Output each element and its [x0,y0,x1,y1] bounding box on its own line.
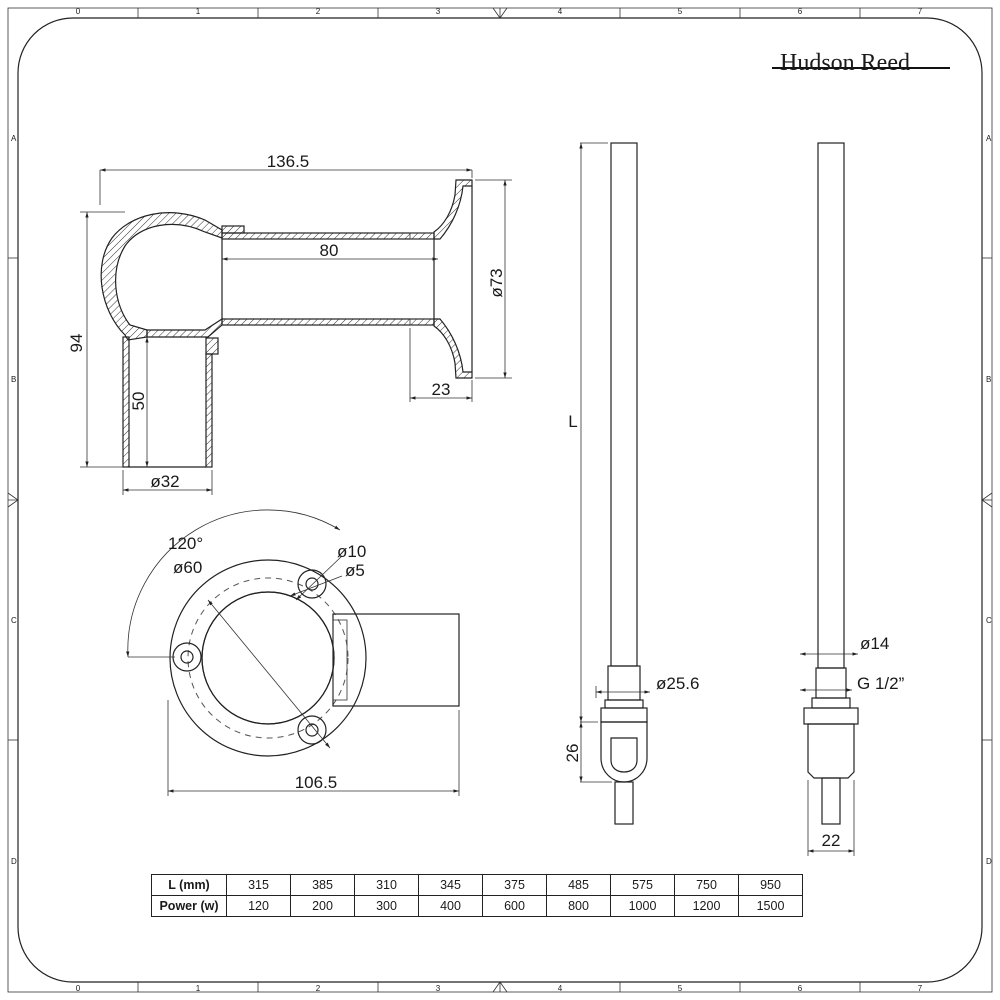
table-cell: 375 [482,874,547,896]
row-label-right: C [986,616,992,625]
table-cell: 400 [418,895,483,917]
dim-outer-hole: ø10 [337,542,366,561]
col-label: 4 [558,7,563,16]
col-label-bottom: 2 [316,984,321,993]
dim-angle: 120° [168,534,203,553]
table-cell: 300 [354,895,419,917]
dim-element-length: L [568,412,577,431]
spec-table: L (mm) 315 385 310 345 375 485 575 750 9… [151,874,803,917]
table-row: Power (w) 120 200 300 400 600 800 1000 1… [151,895,803,917]
row-label: A [11,134,17,143]
col-label-bottom: 4 [558,984,563,993]
col-label: 0 [76,7,81,16]
row-label-right: B [986,375,991,384]
row-label: D [11,857,17,866]
dim-hex-diameter: ø25.6 [656,674,699,693]
brand-logo: Hudson Reed [772,50,950,76]
dim-leg-diameter: ø32 [150,472,179,491]
dim-thread: G 1/2” [857,674,905,693]
table-cell: 800 [546,895,611,917]
dim-head-height: 26 [563,744,582,763]
element-front-view: L 26 ø25.6 [563,142,699,825]
table-cell: 485 [546,874,611,896]
row-header: Power (w) [151,895,227,917]
table-cell: 1500 [738,895,803,917]
table-cell: 345 [418,874,483,896]
col-label: 5 [678,7,683,16]
elbow-section-view: 136.5 80 94 50 ø32 ø73 23 [67,152,512,495]
row-label-right: D [986,857,992,866]
dim-head-width: 22 [822,831,841,850]
dim-flange-depth: 23 [432,380,451,399]
col-label-bottom: 5 [678,984,683,993]
table-cell: 120 [226,895,291,917]
col-label-bottom: 0 [76,984,81,993]
table-cell: 315 [226,874,291,896]
col-label-bottom: 1 [196,984,201,993]
row-header: L (mm) [151,874,227,896]
table-cell: 600 [482,895,547,917]
dim-inner-hole: ø5 [345,561,365,580]
dim-pcd: ø60 [173,558,202,577]
row-label-right: A [986,134,992,143]
dim-flange-diameter: ø73 [487,268,506,297]
dim-height: 94 [67,334,86,353]
row-label: C [11,616,17,625]
table-cell: 950 [738,874,803,896]
dim-inner-length: 80 [320,241,339,260]
dim-overall-length: 136.5 [267,152,310,171]
table-cell: 1200 [674,895,739,917]
element-side-view: ø14 G 1/2” 22 [800,142,905,856]
col-label: 7 [918,7,923,16]
table-cell: 750 [674,874,739,896]
table-cell: 310 [354,874,419,896]
table-row: L (mm) 315 385 310 345 375 485 575 750 9… [151,874,803,896]
row-label: B [11,375,16,384]
table-cell: 575 [610,874,675,896]
flange-plan-view: 120° ø60 ø10 ø5 106.5 [126,509,460,796]
dim-rod-diameter: ø14 [860,634,889,653]
sheet-frame: 0 1 2 3 4 5 6 7 0 1 2 3 4 5 6 7 A B C D … [7,7,993,993]
col-label: 6 [798,7,803,16]
col-label-bottom: 3 [436,984,441,993]
dim-width: 106.5 [295,773,338,792]
dim-leg-length: 50 [129,392,148,411]
col-label-bottom: 6 [798,984,803,993]
col-label-bottom: 7 [918,984,923,993]
col-label: 3 [436,7,441,16]
brand-name: Hudson Reed [780,50,910,76]
col-label: 1 [196,7,201,16]
table-cell: 1000 [610,895,675,917]
col-label: 2 [316,7,321,16]
table-cell: 200 [290,895,355,917]
table-cell: 385 [290,874,355,896]
